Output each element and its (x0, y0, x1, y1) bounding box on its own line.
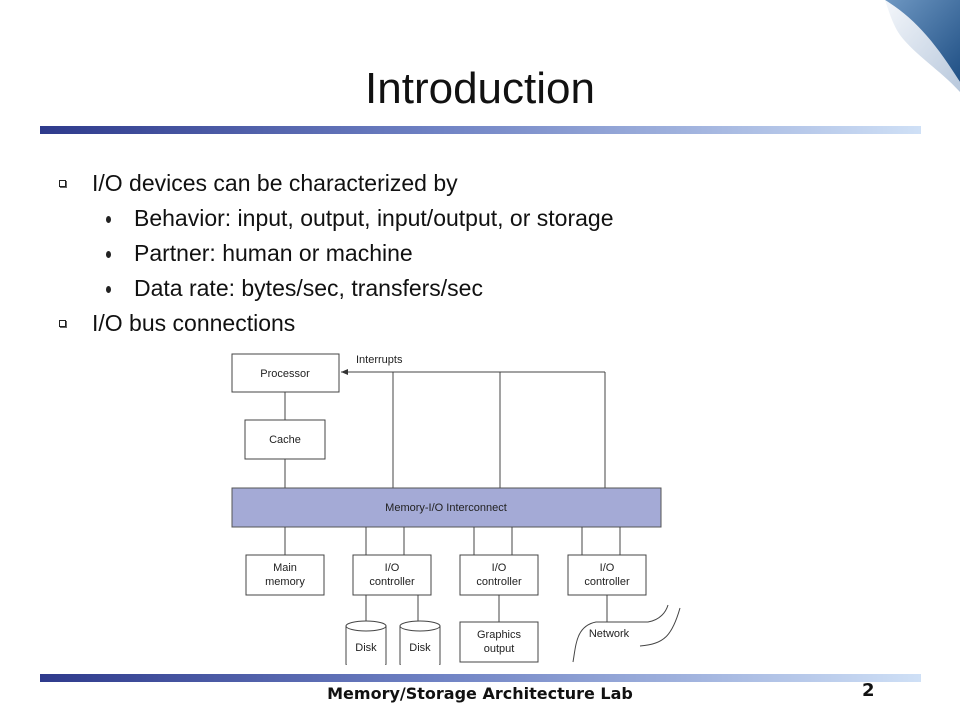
bullet-text: Partner: human or machine (134, 240, 413, 266)
bullet-item: Partner: human or machine (58, 236, 778, 271)
bullet-text: Behavior: input, output, input/output, o… (134, 205, 614, 231)
dot-bullet-icon (106, 251, 111, 258)
graphics-output-label: output (484, 643, 515, 655)
network-shape (639, 607, 681, 647)
io-controller-box (352, 554, 432, 596)
io-controller-box (459, 554, 539, 596)
io-controller-label: controller (369, 576, 415, 588)
bullet-list: I/O devices can be characterized by Beha… (58, 166, 778, 341)
cache-box (244, 419, 326, 460)
bullet-item: Behavior: input, output, input/output, o… (58, 201, 778, 236)
graphics-output-box (459, 621, 539, 663)
square-bullet-icon (59, 320, 66, 327)
network-shape (572, 604, 669, 663)
io-controller-box (567, 554, 647, 596)
graphics-output-label: Graphics (477, 629, 522, 641)
disk-cylinder: Disk (345, 620, 387, 665)
footer-divider (40, 674, 921, 682)
io-controller-label: I/O (492, 562, 507, 574)
footer-lab-name: Memory/Storage Architecture Lab (327, 684, 633, 703)
dot-bullet-icon (106, 216, 111, 223)
interconnect-label: Memory-I/O Interconnect (385, 502, 507, 514)
interconnect-box (231, 487, 662, 528)
dot-bullet-icon (106, 286, 111, 293)
processor-box (231, 353, 340, 393)
io-bus-diagram: Interrupts Processor Cache Memory-I/O In… (231, 353, 681, 665)
disk-label: Disk (409, 642, 431, 654)
page-number: 2 (862, 680, 875, 701)
bullet-item: Data rate: bytes/sec, transfers/sec (58, 271, 778, 306)
disk-cylinder: Disk (399, 620, 441, 665)
bullet-item: I/O bus connections (58, 306, 778, 341)
interrupts-label: Interrupts (356, 354, 403, 366)
network-label: Network (589, 628, 630, 640)
bullet-text: I/O bus connections (92, 310, 296, 336)
io-controller-label: I/O (385, 562, 400, 574)
square-bullet-icon (59, 180, 66, 187)
processor-label: Processor (260, 368, 310, 380)
page-curl-decoration (885, 0, 960, 92)
disk-label: Disk (355, 642, 377, 654)
bullet-text: Data rate: bytes/sec, transfers/sec (134, 275, 483, 301)
io-controller-label: controller (584, 576, 630, 588)
io-controller-label: I/O (600, 562, 615, 574)
bullet-text: I/O devices can be characterized by (92, 170, 458, 196)
title-divider (40, 126, 921, 134)
main-memory-box (245, 554, 325, 596)
cache-label: Cache (269, 434, 301, 446)
slide-title: Introduction (365, 64, 595, 113)
io-controller-label: controller (476, 576, 522, 588)
main-memory-label: memory (265, 576, 305, 588)
main-memory-label: Main (273, 562, 297, 574)
bullet-item: I/O devices can be characterized by (58, 166, 778, 201)
